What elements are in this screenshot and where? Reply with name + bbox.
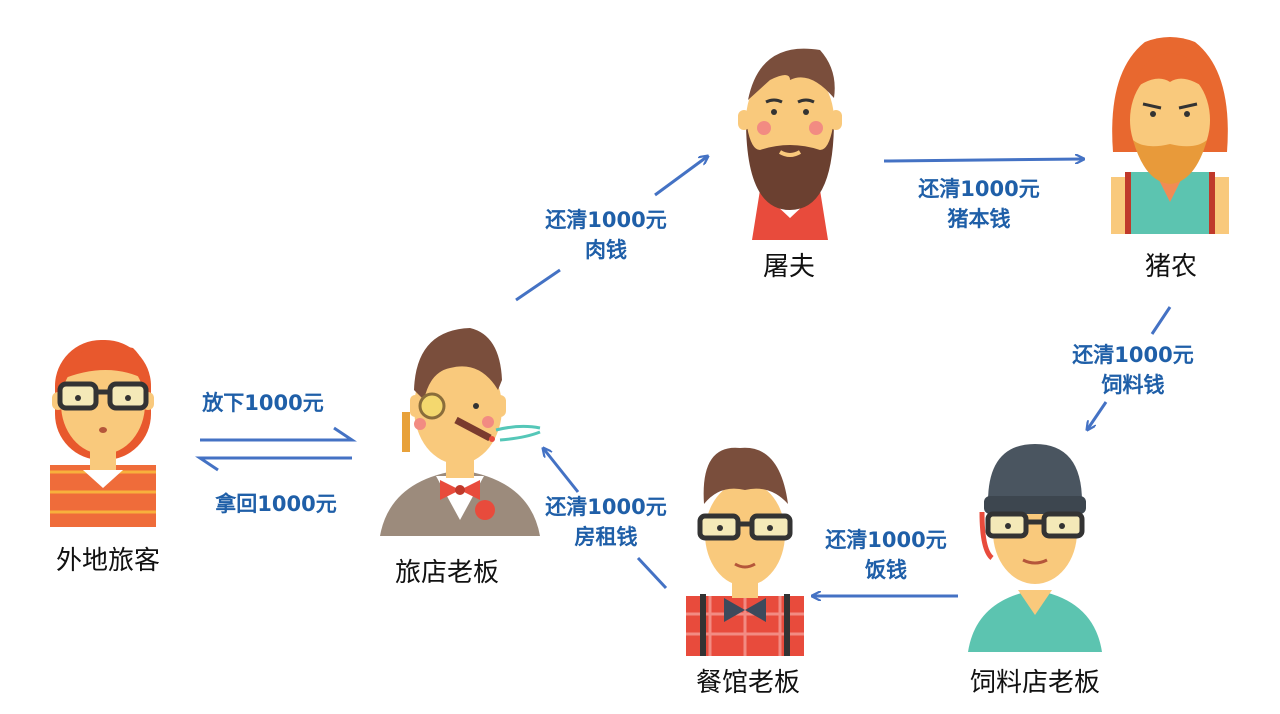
- arrow-meat-upper: [654, 156, 708, 197]
- edge-put-down-line1: 放下1000元: [202, 391, 324, 415]
- edge-pig-line1: 还清1000元: [918, 177, 1040, 201]
- label-restaurant-owner: 餐馆老板: [695, 668, 801, 698]
- label-pig-farmer: 猪农: [1144, 252, 1198, 282]
- pig-farmer-avatar: [1111, 37, 1229, 234]
- arrow-take-back: [195, 456, 352, 472]
- edge-meat-line2: 肉钱: [584, 238, 627, 262]
- arrow-pig: [883, 159, 1084, 161]
- arrow-rent-lower: [636, 556, 668, 590]
- arrow-feed-upper: [1150, 306, 1172, 335]
- label-butcher: 屠夫: [762, 252, 816, 282]
- edge-label-feed: 还清1000元 饲料钱: [1072, 340, 1193, 400]
- edge-feed-line2: 饲料钱: [1101, 373, 1165, 397]
- arrow-feed-lower: [1087, 401, 1108, 430]
- edge-label-pig: 还清1000元 猪本钱: [918, 174, 1039, 234]
- restaurant-owner-avatar: [686, 447, 804, 656]
- edge-label-rent: 还清1000元 房租钱: [545, 492, 666, 552]
- label-traveler: 外地旅客: [55, 546, 161, 576]
- butcher-avatar: [738, 48, 842, 240]
- arrow-put-down: [200, 426, 357, 442]
- arrow-meat-lower: [515, 268, 561, 302]
- edge-take-back-line1: 拿回1000元: [215, 492, 337, 516]
- edge-pig-line2: 猪本钱: [947, 207, 1011, 231]
- feed-store-owner-avatar: [968, 444, 1102, 652]
- edge-rent-line1: 还清1000元: [545, 495, 667, 519]
- label-feed-store-owner: 饲料店老板: [969, 668, 1101, 698]
- edge-rent-line2: 房租钱: [574, 525, 638, 549]
- edge-feed-line1: 还清1000元: [1072, 343, 1194, 367]
- hotel-owner-avatar: [380, 328, 541, 536]
- edge-meal-line1: 还清1000元: [825, 528, 947, 552]
- edge-meal-line2: 饭钱: [864, 558, 907, 582]
- arrow-rent-upper: [543, 448, 580, 493]
- label-hotel-owner: 旅店老板: [394, 558, 500, 588]
- edge-label-meal: 还清1000元 饭钱: [825, 525, 946, 585]
- traveler-avatar: [50, 340, 156, 527]
- edge-label-take-back: 拿回1000元: [215, 489, 336, 519]
- edge-meat-line1: 还清1000元: [545, 208, 667, 232]
- edge-label-meat: 还清1000元 肉钱: [545, 205, 666, 265]
- edge-label-put-down: 放下1000元: [202, 388, 323, 418]
